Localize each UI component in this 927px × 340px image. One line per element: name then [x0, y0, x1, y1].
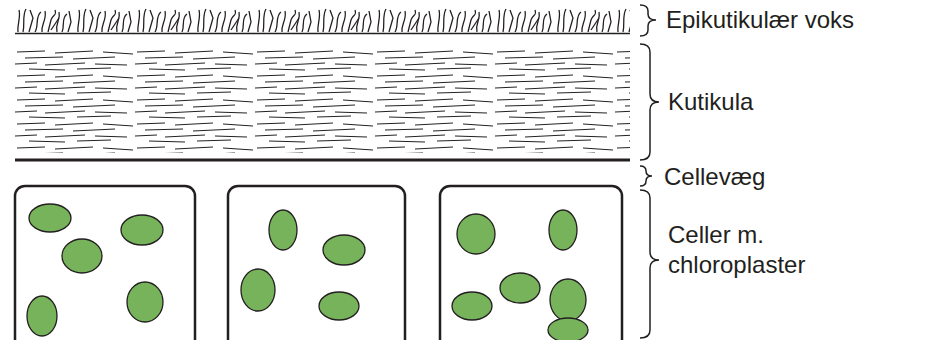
cuticle-fibres [15, 48, 630, 153]
cell-wall-line [15, 159, 630, 162]
layer-label: Kutikula [668, 87, 918, 117]
layer-label: Cellevæg [664, 162, 914, 192]
braces [640, 5, 659, 338]
layer-label: Celler m. chloroplaster [668, 220, 848, 280]
wax-baseline [15, 33, 630, 35]
cells [15, 186, 622, 340]
layer-label: Epikutikulær voks [666, 5, 921, 35]
wax-crystals [15, 6, 630, 33]
chloroplasts [27, 204, 588, 340]
